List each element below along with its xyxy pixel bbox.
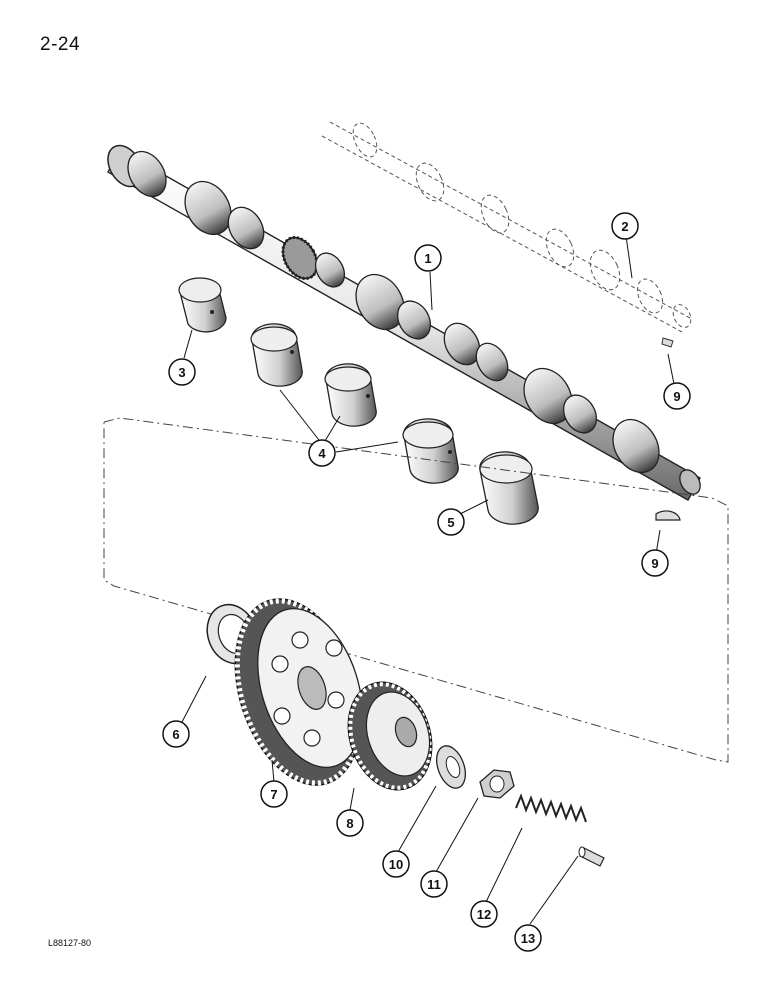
hex-nut — [479, 769, 515, 799]
callout-1: 1 — [414, 244, 442, 272]
bushing-front — [178, 277, 227, 333]
callout-label: 13 — [521, 931, 535, 946]
camshaft-gear — [234, 598, 363, 786]
callout-label: 1 — [424, 251, 431, 266]
callout-label: 4 — [318, 446, 326, 461]
page-number: 2-24 — [40, 34, 81, 55]
callout-6: 6 — [162, 720, 190, 748]
bushing-rear — [479, 451, 539, 525]
callout-label: 6 — [172, 727, 179, 742]
callout-3: 3 — [168, 358, 196, 386]
callout-9-lower: 9 — [641, 549, 669, 577]
callout-label: 7 — [270, 787, 277, 802]
plunger-pin — [578, 846, 605, 867]
callout-12: 12 — [470, 900, 498, 928]
callout-11: 11 — [420, 870, 448, 898]
callout-label: 2 — [621, 219, 628, 234]
camshaft — [107, 144, 701, 501]
camshaft-phantom — [321, 121, 692, 333]
callout-9-upper: 9 — [663, 382, 691, 410]
callout-2: 2 — [611, 212, 639, 240]
bushing-intermediate-1 — [250, 323, 303, 387]
callout-label: 5 — [447, 515, 454, 530]
drive-gear — [347, 681, 433, 791]
bushing-intermediate-3 — [402, 418, 459, 484]
callout-10: 10 — [382, 850, 410, 878]
bushing-intermediate-2 — [324, 363, 377, 427]
flat-washer — [436, 745, 466, 789]
callout-7: 7 — [260, 780, 288, 808]
callout-8: 8 — [336, 809, 364, 837]
callout-label: 3 — [178, 365, 185, 380]
callout-label: 9 — [673, 389, 680, 404]
spring — [515, 793, 587, 823]
callout-label: 10 — [389, 857, 403, 872]
callout-label: 11 — [427, 877, 441, 892]
callout-5: 5 — [437, 508, 465, 536]
callout-13: 13 — [514, 924, 542, 952]
callout-label: 8 — [346, 816, 353, 831]
callout-4: 4 — [308, 439, 336, 467]
callout-label: 9 — [651, 556, 658, 571]
callout-label: 12 — [477, 907, 491, 922]
figure-code: L88127-80 — [48, 938, 92, 948]
woodruff-key — [655, 510, 681, 521]
woodruff-key-small — [661, 337, 674, 348]
